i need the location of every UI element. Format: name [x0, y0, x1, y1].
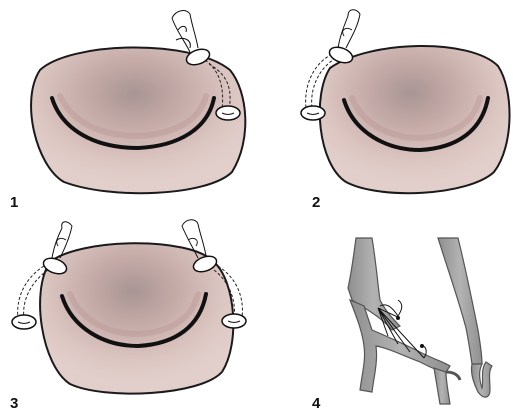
vessel-right — [438, 238, 482, 364]
pledget-icon — [12, 315, 36, 329]
vessel-branch-tip — [446, 372, 460, 380]
suture-knot — [396, 316, 400, 320]
panel-label-2: 2 — [312, 195, 320, 210]
pledget-icon — [222, 314, 246, 328]
panel-2 — [301, 10, 510, 193]
panel-4 — [348, 238, 492, 404]
pledget-icon — [216, 106, 240, 120]
vessel-left-lower — [350, 300, 450, 392]
pledget-icon — [301, 106, 325, 120]
panel-label-4: 4 — [312, 396, 320, 411]
panel-label-1: 1 — [10, 195, 18, 210]
vessel-right-hook — [471, 362, 492, 397]
panel-1 — [31, 11, 245, 194]
panel-3 — [12, 220, 246, 394]
panel-label-3: 3 — [10, 396, 18, 411]
suture-knot — [420, 344, 424, 348]
